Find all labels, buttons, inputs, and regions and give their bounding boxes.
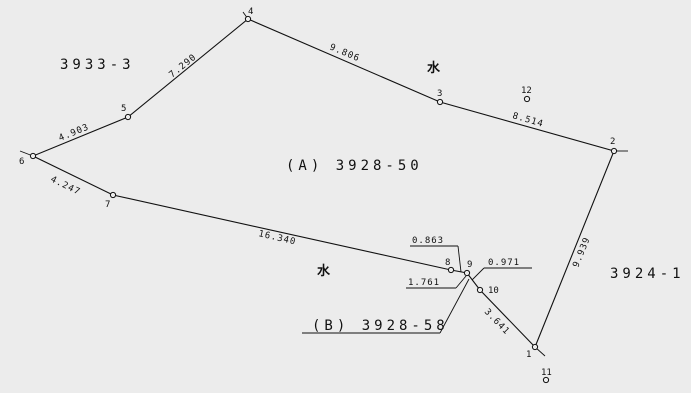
vertex-9 bbox=[463, 269, 471, 277]
distance-label-5-6: 4.903 bbox=[57, 122, 91, 143]
distance-label-9-10: 0.971 bbox=[488, 258, 520, 268]
vertex-label-3: 3 bbox=[437, 89, 442, 99]
vertex-12 bbox=[523, 95, 531, 103]
vertex-label-7: 7 bbox=[105, 200, 110, 210]
vertex-label-8: 8 bbox=[445, 258, 450, 268]
parcel-label-b: (B) 3928-58 bbox=[312, 318, 449, 334]
vertex-5 bbox=[124, 113, 132, 121]
water-label-north: 水 bbox=[427, 60, 441, 76]
vertex-label-4: 4 bbox=[248, 7, 253, 17]
vertex-1 bbox=[531, 343, 539, 351]
parcel-label-west: 3933-3 bbox=[60, 57, 135, 73]
vertex-11 bbox=[542, 376, 550, 384]
vertex-8 bbox=[447, 266, 455, 274]
vertex-4 bbox=[244, 15, 252, 23]
parcel-label-a: (A) 3928-50 bbox=[286, 158, 423, 174]
leader-0971-drop bbox=[471, 267, 485, 281]
vertex-label-10: 10 bbox=[488, 286, 499, 296]
vertex-label-9: 9 bbox=[467, 260, 472, 270]
leader-0863-drop bbox=[457, 245, 462, 273]
distance-label-10-1: 3.641 bbox=[482, 307, 511, 337]
parcel-label-east: 3924-1 bbox=[610, 266, 685, 282]
vertex-7 bbox=[109, 191, 117, 199]
vertex-2 bbox=[610, 147, 618, 155]
distance-label-8-10: 1.761 bbox=[408, 278, 440, 288]
vertex-label-6: 6 bbox=[19, 157, 24, 167]
distance-label-6-7: 4.247 bbox=[49, 175, 82, 198]
distance-label-8-9: 0.863 bbox=[412, 236, 444, 246]
vertex-label-11: 11 bbox=[541, 368, 552, 378]
distance-label-4-5: 7.290 bbox=[168, 52, 199, 80]
leader-parcel-b-diag bbox=[439, 278, 470, 334]
water-label-south: 水 bbox=[317, 263, 331, 279]
vertex-label-12: 12 bbox=[521, 86, 532, 96]
vertex-6 bbox=[29, 152, 37, 160]
vertex-label-5: 5 bbox=[121, 104, 126, 114]
distance-label-1-2: 9.939 bbox=[572, 236, 593, 270]
vertex-10 bbox=[476, 286, 484, 294]
leader-1761-up bbox=[455, 275, 467, 289]
vertex-label-1: 1 bbox=[526, 350, 531, 360]
vertex-label-2: 2 bbox=[610, 137, 615, 147]
vertex-3 bbox=[436, 98, 444, 106]
